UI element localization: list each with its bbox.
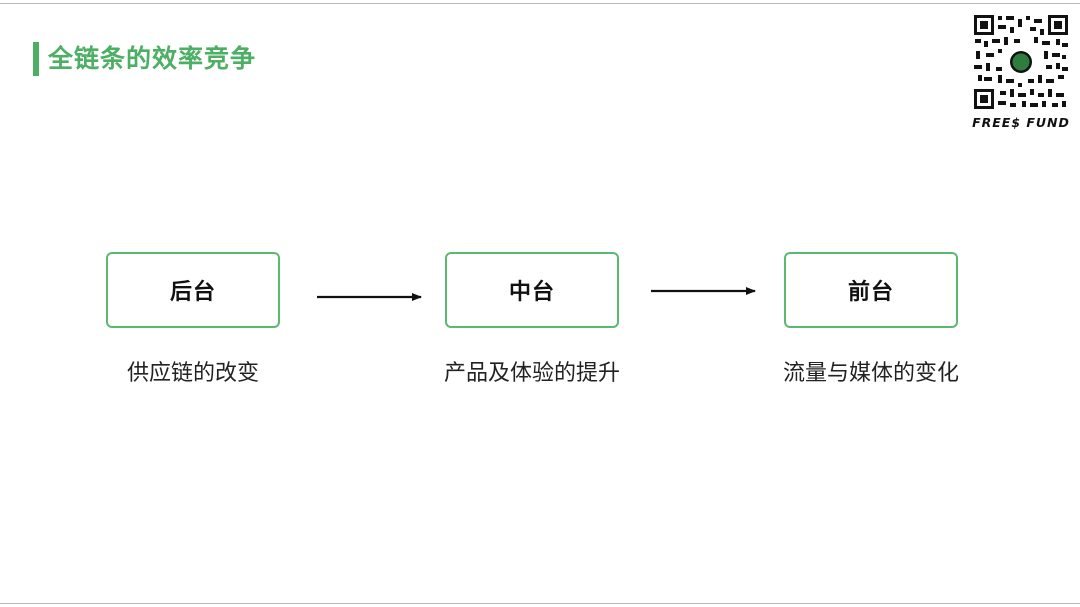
stage-box-middle: 中台 — [445, 252, 619, 328]
title-accent-bar — [33, 42, 39, 76]
stage-box-frontend: 前台 — [784, 252, 958, 328]
brand-name: FREE$ FUND — [972, 115, 1070, 130]
top-divider — [0, 3, 1080, 4]
stage-label-middle: 中台 — [508, 280, 555, 305]
stage-caption-backend: 供应链的改变 — [126, 361, 259, 386]
stage-label-backend: 后台 — [169, 280, 216, 305]
bottom-divider — [0, 603, 1080, 604]
stage-box-backend: 后台 — [106, 252, 280, 328]
slide-title: 全链条的效率竞争 — [48, 44, 257, 73]
stage-caption-frontend: 流量与媒体的变化 — [782, 361, 959, 386]
stage-caption-middle: 产品及体验的提升 — [443, 361, 620, 386]
brand-logo: FREE$ FUND — [972, 13, 1070, 130]
qr-code-icon — [972, 13, 1070, 111]
stage-label-frontend: 前台 — [847, 280, 894, 305]
